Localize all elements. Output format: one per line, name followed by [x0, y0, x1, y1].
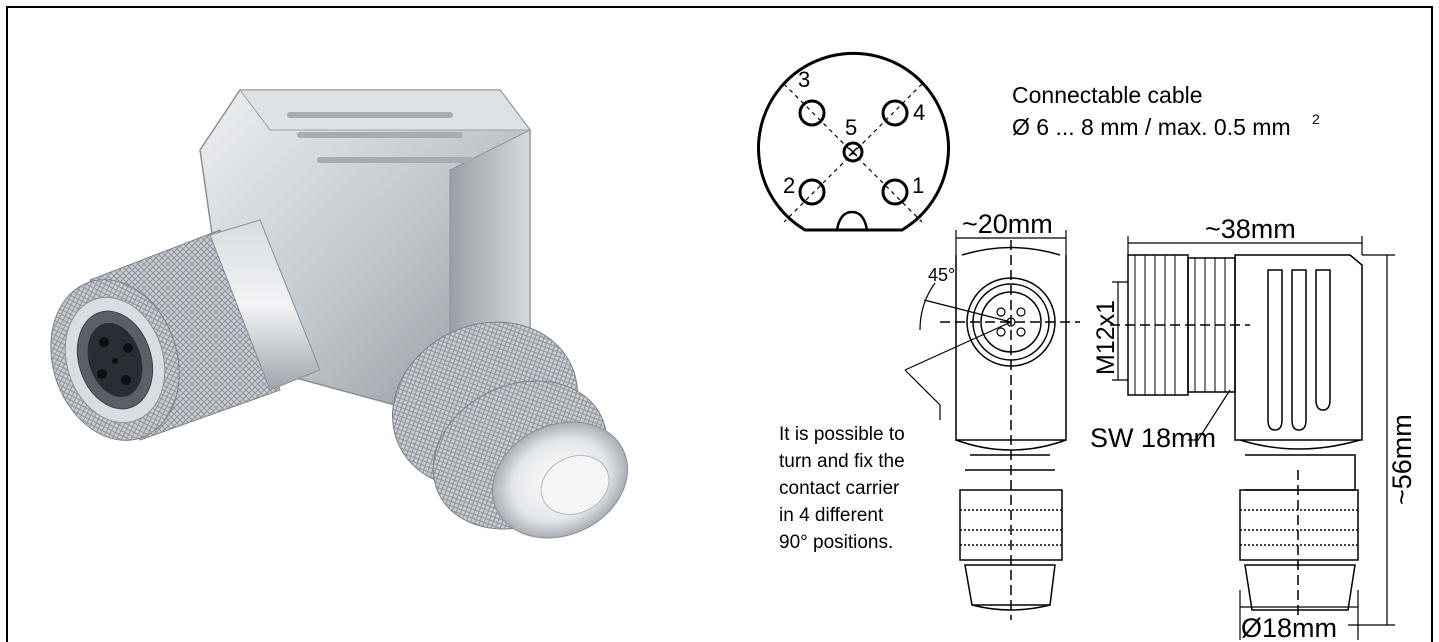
- cable-title: Connectable cable: [1012, 82, 1203, 108]
- technical-drawing: 3 4 5 2 1 Connectable cable Ø 6 ... 8 mm…: [757, 51, 1417, 640]
- note-line-4: in 4 different: [779, 505, 884, 526]
- coupling-nut: [50, 219, 321, 441]
- pin-label-3: 3: [798, 67, 810, 92]
- pin-label-1: 1: [912, 173, 924, 198]
- note-line-5: 90° positions.: [779, 532, 893, 553]
- note-leader: [904, 321, 1012, 420]
- pin-face-outline: [757, 51, 950, 232]
- angle-mark: [919, 282, 1012, 331]
- note-line-2: turn and fix the: [779, 451, 905, 472]
- connector-photo: [50, 89, 629, 539]
- front-view: [940, 240, 1080, 620]
- thread-label: M12x1: [1092, 300, 1120, 375]
- length-label: ~38mm: [1205, 214, 1296, 244]
- cable-gland: [392, 321, 629, 539]
- diameter-dimension: [1239, 590, 1359, 640]
- pin-face-diagram: [757, 51, 950, 232]
- length-dimension: [1127, 236, 1363, 255]
- pin-2: [798, 178, 826, 206]
- pin-label-5: 5: [845, 115, 857, 140]
- side-view: [1110, 254, 1363, 620]
- pin-1: [881, 178, 909, 206]
- pin-label-4: 4: [913, 100, 925, 125]
- note-line-1: It is possible to: [779, 424, 905, 445]
- wrench-label: SW 18mm: [1090, 423, 1216, 453]
- cable-spec: Ø 6 ... 8 mm / max. 0.5 mm: [1012, 114, 1291, 140]
- width-label: ~20mm: [962, 209, 1053, 239]
- note-line-3: contact carrier: [779, 478, 900, 499]
- width-dimension: [955, 230, 1067, 255]
- diameter-label: Ø18mm: [1241, 613, 1337, 640]
- pin-4: [881, 99, 909, 127]
- height-label: ~56mm: [1387, 414, 1417, 505]
- thread-dimension: [1112, 281, 1128, 381]
- wrench-leader: [1188, 389, 1231, 441]
- pin-3: [798, 99, 826, 127]
- figure-frame: [6, 6, 1433, 642]
- cable-spec-superscript: 2: [1312, 111, 1320, 127]
- pin-label-2: 2: [783, 173, 795, 198]
- angle-label: 45°: [928, 265, 955, 285]
- pin-5: [842, 141, 864, 163]
- rotation-note: It is possible to turn and fix the conta…: [779, 424, 910, 553]
- height-dimension: [1348, 254, 1395, 626]
